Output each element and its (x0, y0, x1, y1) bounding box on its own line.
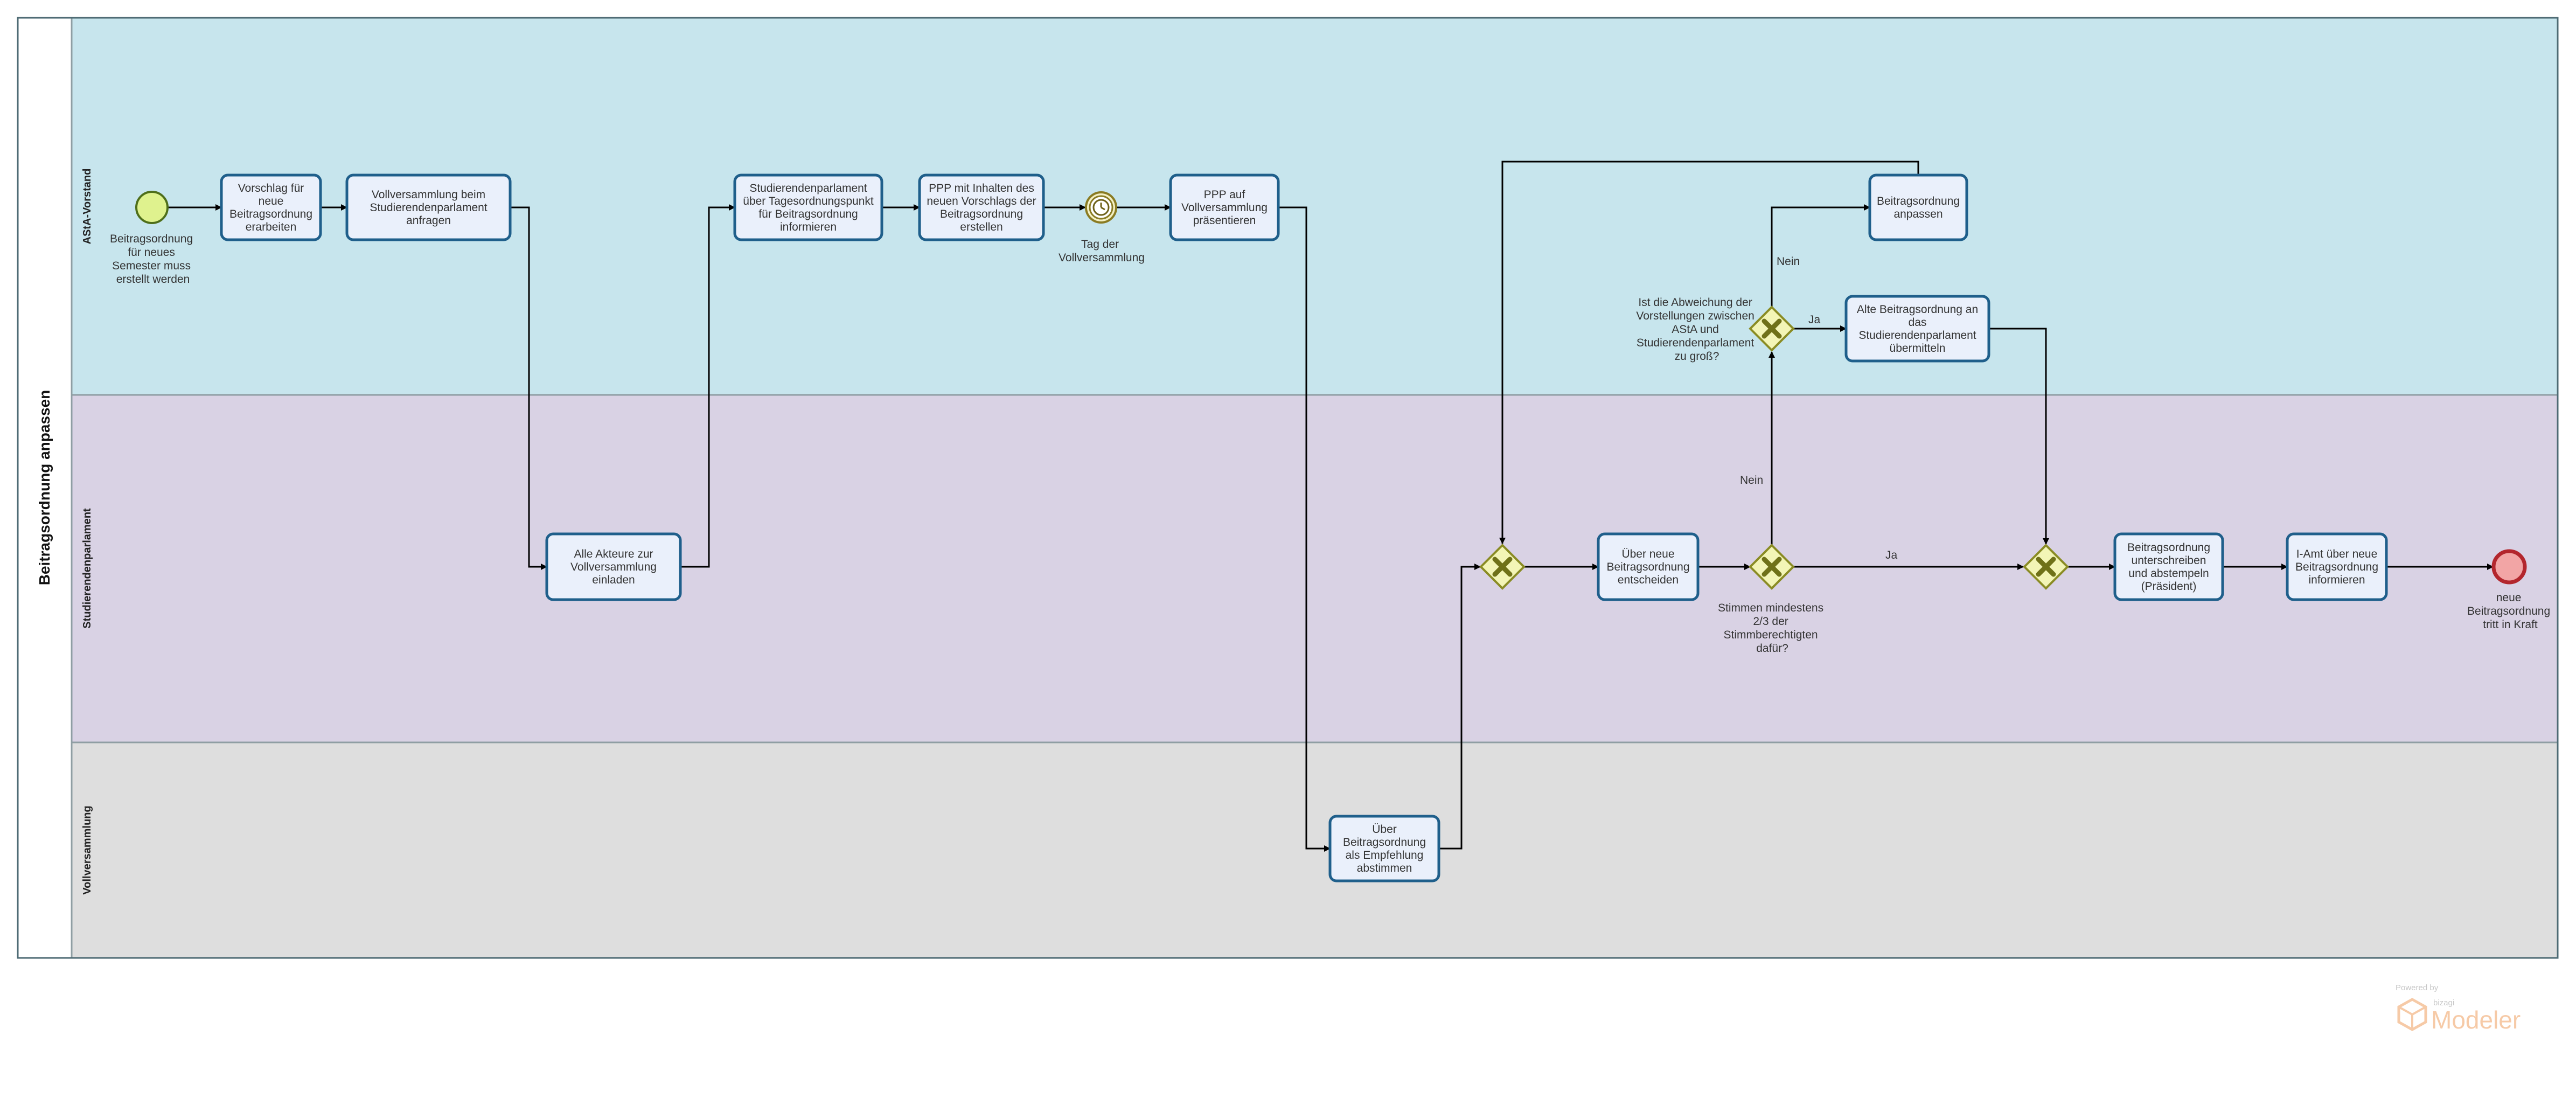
watermark-powered: Powered by (2396, 983, 2439, 992)
flow-t2-t3 (510, 206, 547, 570)
lane-title-asta: AStA-Vorstand (81, 169, 93, 245)
task-box[interactable] (1169, 173, 1280, 241)
gateway-merge-2[interactable] (2023, 544, 2069, 590)
task-box[interactable] (1328, 815, 1440, 882)
lane-title-stupa: Studierendenparlament (81, 508, 93, 629)
flow-label-ja-mid: Ja (1885, 549, 1898, 561)
lane-vv (71, 741, 2559, 959)
task-box[interactable] (1597, 532, 1700, 601)
watermark-brand: Modeler (2431, 1006, 2521, 1034)
timer-event[interactable] (1085, 191, 1117, 224)
gateway-stimmen[interactable] (1749, 544, 1795, 590)
pool: Beitragsordnung anpassen AStA-Vorstand S… (17, 17, 2559, 959)
flow-t6-t7 (1278, 206, 1331, 852)
flow-t7-gw1 (1439, 564, 1481, 850)
pool-border (17, 17, 2559, 959)
flow-t9-gw1 (1499, 161, 1919, 544)
task-box[interactable] (1844, 295, 1990, 363)
flow-t3-t4 (680, 204, 735, 568)
bizagi-cube-icon (2397, 998, 2427, 1031)
flow-label-ja-top: Ja (1808, 314, 1821, 326)
pool-header (17, 17, 73, 959)
task-box[interactable] (733, 173, 883, 241)
flow-t10-gw4 (1989, 328, 2049, 545)
clock-icon (1092, 199, 1110, 216)
flow-gw3-t9 (1771, 204, 1870, 307)
timer-event-label: Tag der Vollversammlung (1059, 238, 1145, 264)
gateway-merge-1[interactable] (1479, 544, 1526, 590)
x-icon (1762, 318, 1782, 339)
x-icon (2036, 557, 2056, 577)
gateway-stimmen-label: Stimmen mindestens 2/3 der Stimmberechti… (1718, 602, 1827, 655)
x-icon (1762, 557, 1782, 577)
task-box[interactable] (918, 173, 1045, 241)
start-event[interactable] (135, 191, 169, 224)
flow-label-nein-top: Nein (1777, 255, 1800, 268)
task-box[interactable] (2286, 532, 2388, 601)
task-box[interactable] (1868, 173, 1968, 241)
bizagi-watermark: Powered by bizagi Modeler (2396, 983, 2521, 1034)
gateway-abweichung[interactable] (1749, 305, 1795, 352)
task-box[interactable] (545, 532, 682, 601)
sequence-flows (168, 161, 2494, 852)
task-box[interactable] (2113, 532, 2224, 601)
x-icon (1492, 557, 1513, 577)
end-event[interactable] (2491, 549, 2527, 585)
pool-title: Beitragsordnung anpassen (36, 390, 53, 586)
task-box[interactable] (220, 173, 322, 241)
flow-label-nein-mid: Nein (1740, 474, 1763, 486)
gateway-abweichung-label: Ist die Abweichung der Vorstellungen zwi… (1636, 296, 1757, 363)
lane-title-vv: Vollversammlung (81, 805, 93, 894)
end-event-label: neue Beitragsordnung tritt in Kraft (2467, 592, 2553, 631)
watermark-brand-small: bizagi (2433, 998, 2454, 1007)
start-event-label: Beitragsordnung für neues Semester muss … (110, 233, 196, 286)
task-box[interactable] (345, 173, 512, 241)
